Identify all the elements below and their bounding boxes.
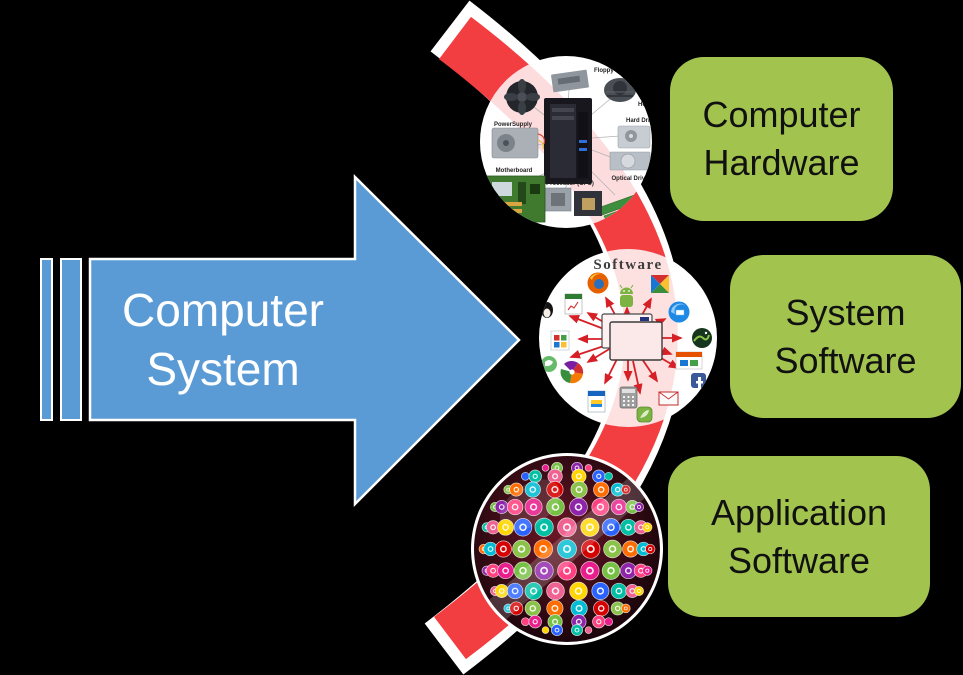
accent-bar-thin bbox=[40, 258, 53, 421]
email-icon bbox=[658, 391, 679, 406]
arrow-label-line2: System bbox=[146, 342, 300, 395]
windows-icon bbox=[550, 330, 570, 351]
hw-label-motherboard: Motherboard bbox=[496, 168, 533, 174]
picasa-icon bbox=[560, 360, 584, 384]
computer-system-arrow bbox=[40, 173, 521, 508]
box-line: Computer bbox=[702, 94, 861, 136]
leaf-icon bbox=[636, 406, 653, 423]
hw-label-powersupply: PowerSupply bbox=[494, 122, 533, 128]
globe-highlight bbox=[499, 479, 561, 531]
hw-label-heatsink: Heat Sink bbox=[638, 102, 666, 108]
globe-shine bbox=[486, 468, 657, 622]
pc-tower bbox=[544, 98, 592, 184]
arrow-label-line1: Computer bbox=[122, 283, 324, 336]
box-line: Software bbox=[774, 339, 917, 381]
label-box-application-software: Application Software bbox=[668, 456, 930, 617]
antivirus-icon bbox=[651, 275, 669, 293]
arrow-shape bbox=[88, 173, 521, 508]
cpu-chips bbox=[544, 187, 602, 216]
software-caption: Software bbox=[593, 257, 662, 273]
box-line: Software bbox=[727, 539, 871, 581]
facebook-icon bbox=[691, 373, 706, 388]
hw-label-cpu: Processor (CPU) bbox=[546, 181, 594, 187]
software-circle: Software bbox=[539, 249, 717, 427]
monitor-icon bbox=[601, 313, 663, 361]
calculator-icon bbox=[619, 386, 638, 409]
box-line: Hardware bbox=[703, 142, 860, 183]
hw-label-optical: Optical Drive bbox=[611, 176, 649, 182]
accent-bar-thick bbox=[60, 258, 82, 421]
box-line: Application bbox=[710, 491, 888, 533]
android-icon bbox=[619, 284, 634, 307]
ppt-document-icon bbox=[675, 351, 703, 370]
heatsink bbox=[604, 78, 636, 102]
power-supply bbox=[491, 127, 545, 159]
case-fan bbox=[504, 79, 540, 115]
doc-document-icon bbox=[587, 390, 606, 413]
box-line: System bbox=[785, 291, 906, 333]
hw-label-hard-drive: Hard Drive bbox=[626, 118, 657, 124]
hw-label-floppy: Floppy bbox=[594, 68, 614, 74]
label-box-system-software: System Software bbox=[730, 255, 961, 418]
floppy-drive bbox=[551, 69, 589, 93]
firefox-icon bbox=[587, 272, 609, 294]
xls-document-icon bbox=[564, 293, 583, 315]
hard-drive bbox=[617, 125, 651, 149]
label-box-computer-hardware: Computer Hardware bbox=[670, 57, 893, 221]
thunderbird-icon bbox=[668, 301, 690, 323]
app-globe bbox=[471, 453, 663, 645]
globe-dots bbox=[478, 461, 656, 637]
arrow-label: Computer System bbox=[92, 260, 354, 419]
suse-icon bbox=[692, 328, 712, 348]
motherboard bbox=[486, 175, 546, 223]
linux-penguin-icon bbox=[539, 302, 553, 318]
chat-icon bbox=[541, 356, 557, 372]
optical-drive bbox=[609, 151, 651, 171]
